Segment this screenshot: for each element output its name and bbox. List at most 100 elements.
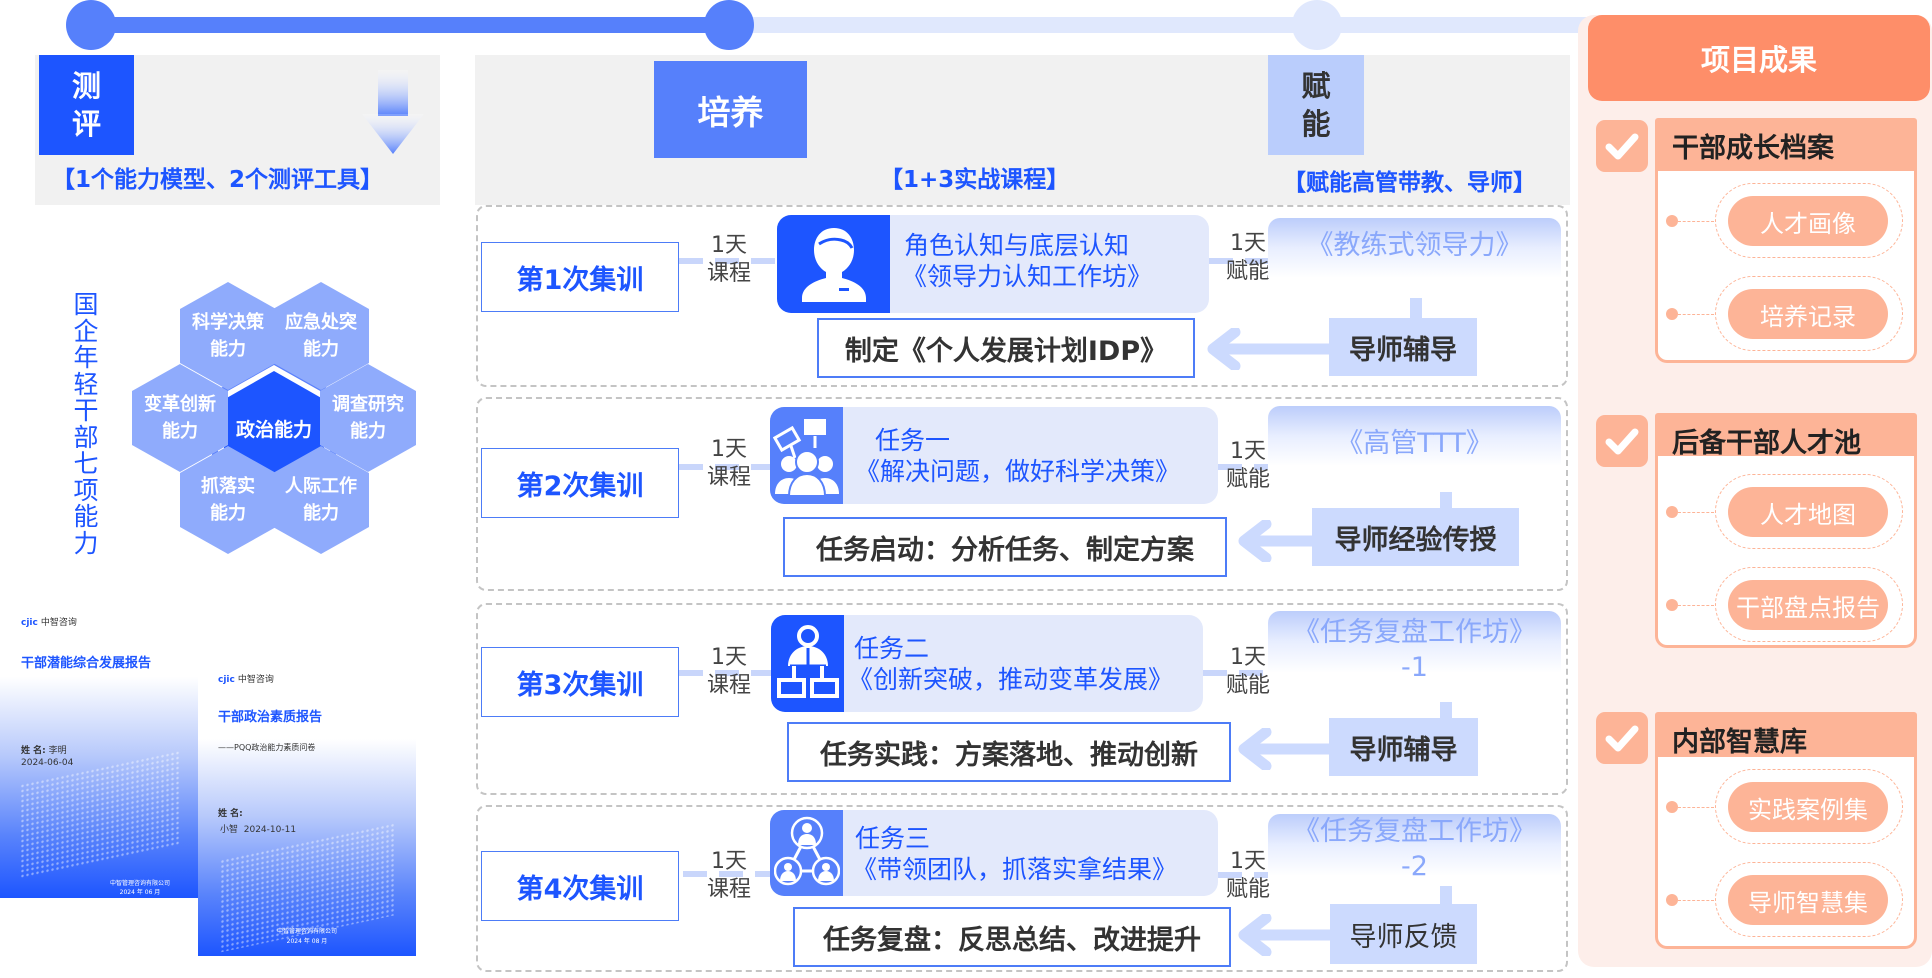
session-row-1 [476,205,1568,387]
report-title: 干部政治素质报告 [218,710,323,725]
hex-ability-label: 抓落实能力 [201,476,255,524]
progress-done [90,17,730,33]
arrow-left-icon [1238,914,1332,956]
bullet-dot [1666,308,1678,320]
report-wave-graphic [20,749,180,879]
course-title: 任务三《带领团队，抓落实拿结果》 [852,824,1178,884]
results-title: 项目成果 [1588,15,1930,101]
competency-model-title: 国企年轻干部七项能力 [73,290,99,558]
pill-outline [1715,474,1903,549]
empower-duration: 1天赋能 [1225,231,1270,284]
bullet-line [1678,807,1714,808]
team-network-icon [770,810,843,896]
empowerment-subtitle: 【赋能高管带教、导师】 [1283,170,1536,196]
hex-ability-label: 科学决策能力 [192,312,264,360]
bullet-dot [1666,599,1678,611]
progress-step-assessment [66,0,116,50]
connector [1440,702,1452,722]
report-name: 小智 2024-10-11 [220,825,297,835]
hex-center-label: 政治能力 [235,418,312,441]
bullet-line [1678,605,1714,606]
check-icon [1596,415,1648,467]
hex-ability-label: 人际工作能力 [285,476,357,524]
pill-outline [1715,862,1903,937]
hex-ability: 变革创新能力 [132,364,228,472]
pill-outline [1715,769,1903,844]
assessment-badge-text: 测评 [71,69,101,141]
training-subtitle: 【1+3实战课程】 [880,167,1070,193]
training-badge: 培养 [654,61,807,158]
empower-course[interactable]: 《教练式领导力》 [1268,218,1561,278]
connector [679,464,779,470]
empower-course[interactable]: 《任务复盘工作坊》-1 [1268,611,1561,683]
empower-duration: 1天赋能 [1225,439,1270,492]
task-box[interactable]: 制定《个人发展计划IDP》 [817,318,1195,378]
course-card[interactable]: 任务三《带领团队，抓落实拿结果》 [770,810,1218,896]
hex-ability: 抓落实能力 [180,446,276,554]
arrow-left-icon [1238,728,1332,770]
progress-remaining [730,17,1600,33]
report-name-label: 姓 名: [218,809,243,819]
result-item[interactable]: 干部盘点报告 [1728,580,1888,630]
result-section-title: 干部成长档案 [1655,118,1917,173]
group-protest-icon [770,407,843,504]
connector [1410,298,1422,318]
connector [679,258,779,264]
mentor-box[interactable]: 导师辅导 [1329,718,1478,776]
course-duration: 1天课程 [706,849,751,902]
bullet-dot [1666,215,1678,227]
person-icon [777,215,890,313]
session-label[interactable]: 第2次集训 [481,448,679,518]
mentor-box[interactable]: 导师辅导 [1329,318,1477,376]
connector [683,871,778,877]
training-badge-text: 培养 [697,92,764,132]
connector [1209,258,1269,264]
progress-step-empowerment [1292,0,1342,50]
result-item[interactable]: 人才画像 [1728,196,1888,246]
report-title: 干部潜能综合发展报告 [21,656,152,671]
arrow-left-icon [1207,328,1331,370]
connector [679,670,779,676]
hex-ability-label: 变革创新能力 [144,394,216,442]
result-item[interactable]: 实践案例集 [1728,782,1888,832]
pill-outline [1715,183,1903,258]
empower-course[interactable]: 《任务复盘工作坊》-2 [1268,814,1561,882]
connector [1440,492,1452,510]
session-label[interactable]: 第3次集训 [481,647,679,717]
empower-duration: 1天赋能 [1225,645,1270,698]
connector [1218,464,1268,470]
mentor-box[interactable]: 导师经验传授 [1312,508,1519,566]
task-box[interactable]: 任务实践：方案落地、推动创新 [787,722,1231,782]
session-label[interactable]: 第4次集训 [481,851,679,921]
hex-ability: 调查研究能力 [320,364,416,472]
report-footer-date: 2024 年 08 月 [286,938,328,945]
result-item[interactable]: 人才地图 [1728,487,1888,537]
mentor-box[interactable]: 导师反馈 [1330,904,1477,964]
check-icon [1596,712,1648,764]
hex-ability-label: 应急处突能力 [285,312,357,360]
report-company: 中智管理咨询有限公司 [276,928,337,935]
task-box[interactable]: 任务复盘：反思总结、改进提升 [793,907,1231,967]
result-item[interactable]: 培养记录 [1728,289,1888,339]
session-label[interactable]: 第1次集训 [481,242,679,312]
course-card[interactable]: 角色认知与底层认知《领导力认知工作坊》 [777,215,1209,313]
course-card[interactable]: 任务一《解决问题，做好科学决策》 [770,407,1218,504]
hex-ability: 科学决策能力 [180,282,276,390]
task-box[interactable]: 任务启动：分析任务、制定方案 [783,517,1227,577]
session-row-2 [476,397,1568,591]
hex-ability-label: 调查研究能力 [332,394,404,442]
empower-duration: 1天赋能 [1225,849,1270,902]
org-structure-icon [771,615,844,712]
course-card[interactable]: 任务二《创新突破，推动变革发展》 [771,615,1203,712]
hex-ability: 应急处突能力 [273,282,369,390]
session-row-3 [476,603,1568,795]
hex-ability: 人际工作能力 [273,446,369,554]
empowerment-badge-text: 赋能 [1301,69,1331,141]
pill-outline [1715,276,1903,351]
empower-course[interactable]: 《高管TTT》 [1268,406,1561,466]
result-item[interactable]: 导师智慧集 [1728,875,1888,925]
down-arrow-icon [362,70,424,154]
